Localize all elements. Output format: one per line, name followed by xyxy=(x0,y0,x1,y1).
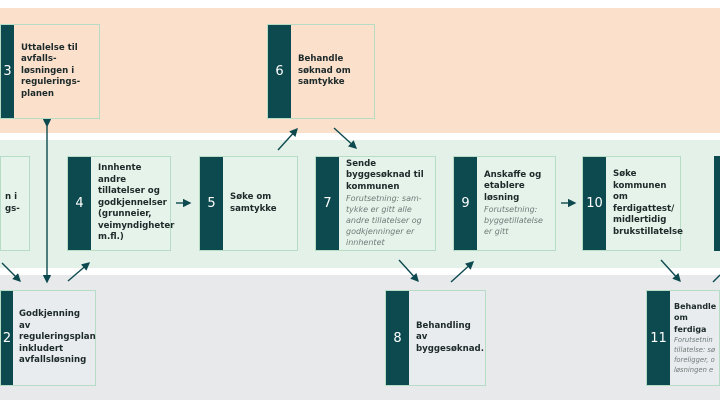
step-3-box: 3 Uttalelse til avfalls-løsningen i regu… xyxy=(0,24,100,119)
step-2-box: 2 Godkjenning av reguleringsplan inklude… xyxy=(0,290,96,386)
step-title: Sende byggesøknad til kommunen xyxy=(346,158,424,192)
step-number: 9 xyxy=(454,157,477,250)
arrow xyxy=(450,261,475,283)
step-partial-left-box: n i gs- xyxy=(0,156,30,251)
step-note: Forutsetnin tillatelse: sø foreligger, o… xyxy=(674,336,716,375)
step-number: 11 xyxy=(647,291,670,385)
step-10-box: 10 Søke kommunen om ferdigattest/ midler… xyxy=(582,156,683,251)
step-title: Søke om samtykke xyxy=(230,192,277,214)
step-partial-right-box xyxy=(714,156,720,251)
step-6-box: 6 Behandle søknad om samtykke xyxy=(267,24,375,119)
step-note: Forutsetning: sam-tykke er gitt alle and… xyxy=(346,194,422,248)
authority-lane xyxy=(0,275,720,400)
step-note: Forutsetning: byggetillatelse er gitt xyxy=(484,205,543,237)
arrow xyxy=(67,262,91,282)
step-8-box: 8 Behandling av byggesøknad. xyxy=(385,290,486,386)
step-number: 3 xyxy=(1,25,14,118)
step-title: Behandling av byggesøknad. xyxy=(416,320,484,354)
step-4-box: 4 Innhente andre tillatelser og godkjenn… xyxy=(67,156,175,251)
step-number: 8 xyxy=(386,291,409,385)
step-number: 2 xyxy=(1,291,13,385)
step-title: Behandle om ferdiga xyxy=(674,301,717,334)
step-title: Behandle søknad om samtykke xyxy=(298,54,351,88)
step-title: Anskaffe og etablere løsning xyxy=(484,169,542,203)
arrow xyxy=(398,259,419,283)
arrow xyxy=(712,274,720,283)
step-number: 5 xyxy=(200,157,223,250)
arrow xyxy=(277,127,298,151)
step-number: 4 xyxy=(68,157,91,250)
step-title: Uttalelse til avfalls-løsningen i regule… xyxy=(21,42,81,99)
arrow xyxy=(333,127,358,149)
step-title: Innhente andre tillatelser og godkjennel… xyxy=(98,163,175,243)
step-number: 6 xyxy=(268,25,291,118)
step-5-box: 5 Søke om samtykke xyxy=(199,156,298,251)
step-number: 10 xyxy=(583,157,606,250)
arrow xyxy=(1,262,21,282)
step-title: n i gs- xyxy=(5,192,20,214)
step-title: Søke kommunen om ferdigattest/ midlertid… xyxy=(613,169,683,237)
step-title: Godkjenning av reguleringsplan inkludert… xyxy=(19,309,96,366)
step-number: 7 xyxy=(316,157,339,250)
arrow xyxy=(660,259,681,283)
